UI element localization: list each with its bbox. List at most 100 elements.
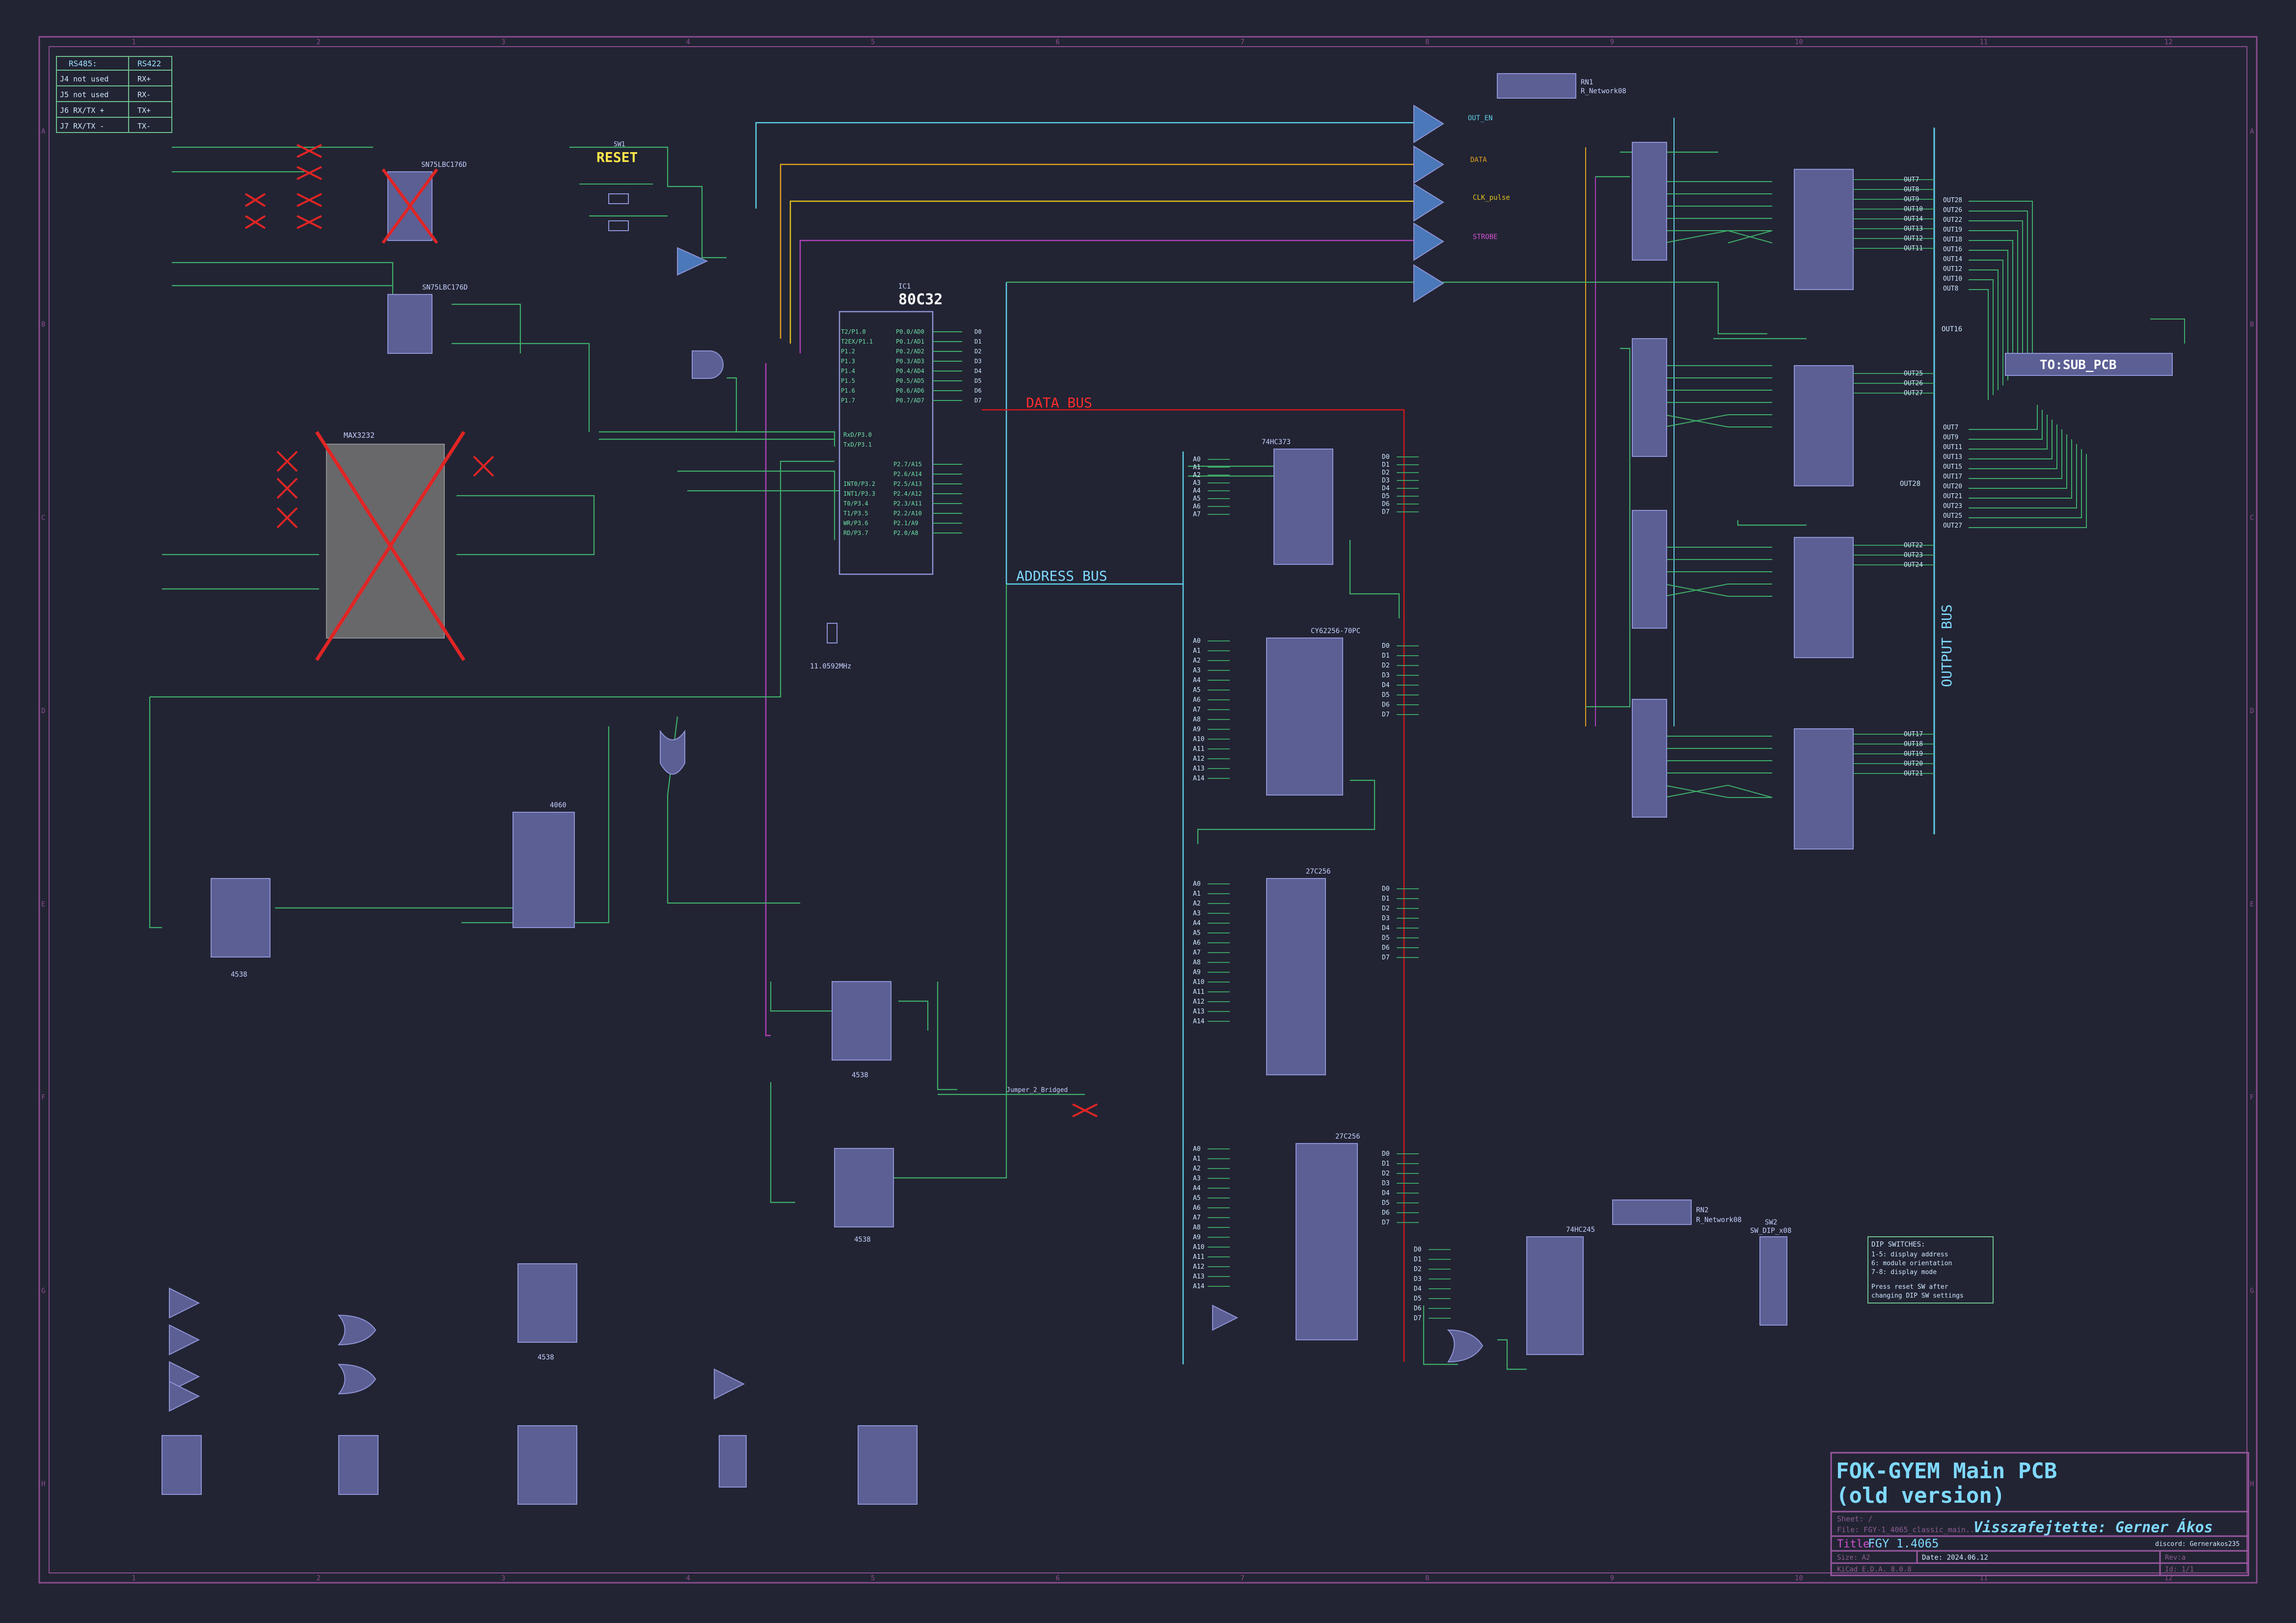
pin-net-label: D0 <box>1382 642 1390 650</box>
cpu-pin-label: P0.2/AD2 <box>896 348 924 355</box>
output-net-label: OUT23 <box>1904 552 1923 559</box>
inverter-ic10 <box>1212 1304 1239 1331</box>
pin-net-label: A11 <box>1193 745 1204 753</box>
output-net-label: OUT21 <box>1904 770 1923 777</box>
pin-net-label: D2 <box>1414 1266 1422 1273</box>
jumper-jp5[interactable]: Jumper_2_Bridged <box>1006 1087 1068 1094</box>
dip-note-line: Press reset SW after <box>1871 1283 1948 1291</box>
buffer-ic27 <box>1794 169 1854 290</box>
cpu-pin-label: P2.6/A14 <box>893 471 922 478</box>
pin-net-label: A0 <box>1193 638 1201 645</box>
or-gate-column <box>337 1314 377 1395</box>
sig-out-en: OUT_EN <box>1468 114 1493 122</box>
output-net-label: OUT12 <box>1904 235 1923 242</box>
ic8-value: 4060 <box>550 801 567 809</box>
output-net-label: OUT26 <box>1943 207 1962 214</box>
grid-number: 8 <box>1425 38 1429 46</box>
cpu-port3-pins: RxD/P3.0TxD/P3.1INT0/P3.2INT1/P3.3T0/P3.… <box>843 431 875 536</box>
tb-size: Size: A2 <box>1837 1554 1870 1562</box>
ic17-transceiver: SN75LBC176D <box>387 284 468 354</box>
pin-net-label: A3 <box>1193 479 1201 487</box>
pin-net-label: A14 <box>1193 1283 1205 1290</box>
grid-letter: B <box>2250 321 2254 329</box>
pin-net-label: A2 <box>1193 900 1201 907</box>
cpu-pin-label: P0.0/AD0 <box>896 328 924 335</box>
pin-net-label: D0 <box>1382 1150 1390 1158</box>
cpu-pin-label: T2EX/P1.1 <box>841 338 873 345</box>
rn1-network: RN1 R_Network08 <box>1497 73 1626 99</box>
pin-net-label: D4 <box>1382 485 1390 492</box>
pin-net-label: A0 <box>1193 880 1201 888</box>
output-net-label: OUT7 <box>1943 424 1958 431</box>
sw2-dip-switch[interactable]: SW2 SW_DIP_x08 <box>1750 1219 1791 1326</box>
pin-net-label: A14 <box>1193 1018 1205 1025</box>
output-net-label: OUT25 <box>1943 512 1962 520</box>
pin-net-label: A10 <box>1193 736 1204 743</box>
pin-net-label: A6 <box>1193 1204 1201 1212</box>
pin-net-label: A0 <box>1193 1145 1201 1153</box>
output-net-label: OUT21 <box>1943 493 1962 500</box>
ic16-value: SN75LBC176D <box>421 161 467 169</box>
grid-number: 1 <box>132 1574 135 1582</box>
ic19a-monostable: 4538 <box>832 981 891 1079</box>
pin-net-label: D6 <box>1382 1209 1390 1217</box>
cpu-pin-label: P0.3/AD3 <box>896 358 924 365</box>
reset-button[interactable]: RESET SW1 <box>579 141 708 276</box>
inner-frame <box>49 46 2247 1573</box>
tb-title-label: Title: <box>1837 1538 1876 1550</box>
output-net-label: OUT18 <box>1943 236 1962 243</box>
sig-data: DATA <box>1470 156 1487 164</box>
rs-row-left: J4 not used <box>60 75 108 83</box>
grid-number: 8 <box>1425 1574 1429 1582</box>
pin-net-label: A9 <box>1193 726 1201 733</box>
data-line-label: D6 <box>974 387 981 394</box>
pin-net-label: D6 <box>1382 944 1390 952</box>
pin-net-label: D4 <box>1382 1190 1390 1197</box>
pin-net-label: D5 <box>1382 692 1390 699</box>
pin-net-label: D1 <box>1382 461 1390 469</box>
grid-number: 1 <box>132 38 135 46</box>
grid-number: 6 <box>1055 38 1059 46</box>
rn1-ref: RN1 <box>1581 79 1593 86</box>
cpu-pin-label: P2.1/A9 <box>893 520 918 527</box>
ic2-eprom: 27C256 <box>1266 868 1331 1075</box>
data-line-label: D7 <box>974 397 981 404</box>
cpu-pin-label: P1.6 <box>841 387 855 394</box>
rs-row-right: RX- <box>137 90 151 99</box>
grid-number: 9 <box>1610 38 1614 46</box>
grid-number: 10 <box>1795 1574 1803 1582</box>
grid-number: 11 <box>1979 38 1988 46</box>
output-net-label: OUT17 <box>1904 731 1923 738</box>
data-line-label: D4 <box>974 368 981 374</box>
cpu-pin-label: T1/P3.5 <box>843 510 868 517</box>
pin-net-label: A8 <box>1193 716 1201 723</box>
dip-note-line: 6: module orientation <box>1871 1260 1952 1267</box>
title-block: FOK-GYEM Main PCB (old version) Sheet: /… <box>1830 1452 2249 1576</box>
ic7a-monostable: 4538 <box>211 878 270 979</box>
rn2-ref: RN2 <box>1696 1206 1708 1214</box>
pin-net-label: A7 <box>1193 1214 1201 1222</box>
pin-net-label: A13 <box>1193 1273 1204 1280</box>
tb-file: File: FGY-1_4065_classic_main... <box>1837 1525 1979 1534</box>
ic15-max3232: MAX3232 <box>315 431 465 661</box>
pin-net-label: D7 <box>1414 1315 1422 1322</box>
pin-net-label: D7 <box>1382 954 1390 961</box>
ic4-value: CY62256-70PC <box>1311 627 1360 635</box>
grid-letter: G <box>2250 1287 2254 1295</box>
sig-clk: CLK_pulse <box>1473 194 1510 202</box>
tb-discord: discord: Gernerakos235 <box>2155 1541 2240 1548</box>
pin-net-label: D6 <box>1414 1305 1422 1312</box>
output-bus-label: OUTPUT BUS <box>1939 604 1955 687</box>
output-net-label: OUT14 <box>1943 256 1962 263</box>
pin-net-label: D5 <box>1382 1199 1390 1207</box>
cpu-pin-label: P0.7/AD7 <box>896 397 924 404</box>
title-line-1: FOK-GYEM Main PCB <box>1836 1459 2057 1484</box>
sub-pcb-connector[interactable]: TO:SUB_PCB <box>2005 319 2185 376</box>
ic3-value: 27C256 <box>1335 1133 1360 1141</box>
data-line-label: D0 <box>974 328 981 335</box>
